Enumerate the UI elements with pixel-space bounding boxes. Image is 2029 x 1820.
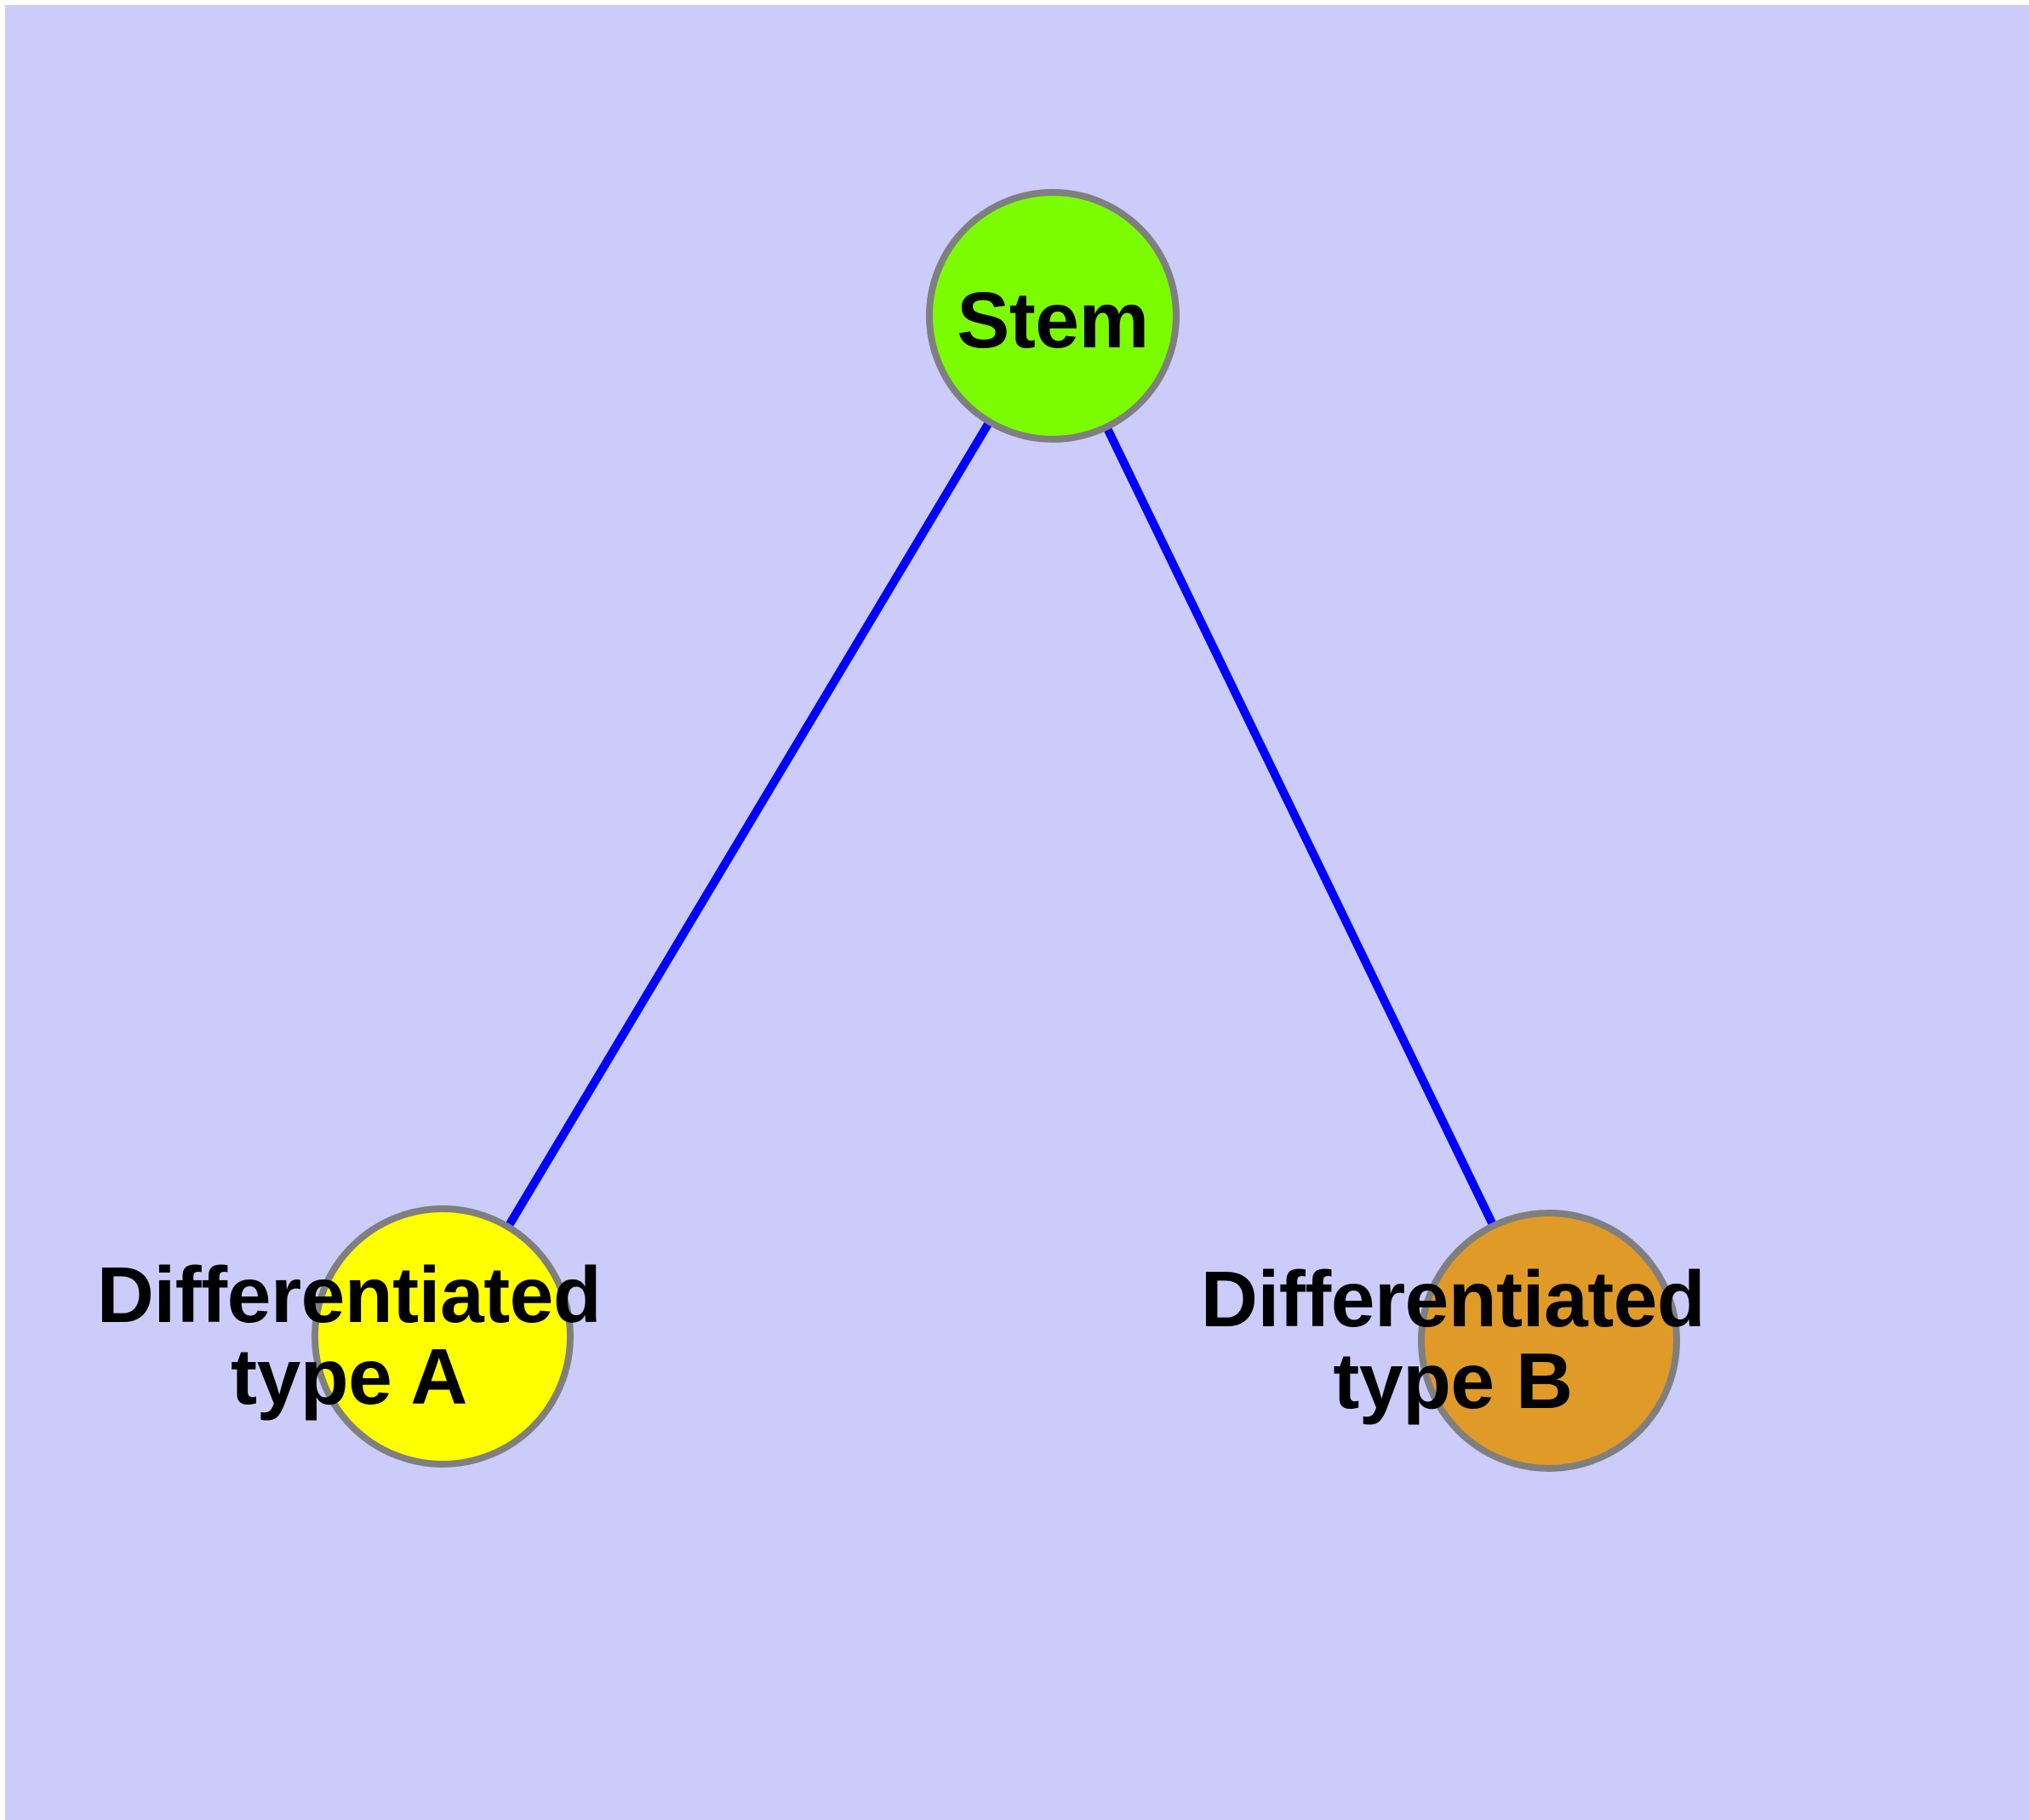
graph-edge bbox=[1102, 425, 1498, 1228]
graph-node-stem[interactable] bbox=[926, 189, 1180, 443]
node-layer bbox=[311, 189, 1680, 1472]
graph-edge bbox=[504, 419, 993, 1229]
graph-node-diff-b[interactable] bbox=[1418, 1210, 1680, 1472]
edge-layer bbox=[504, 419, 1498, 1229]
graph-node-diff-a[interactable] bbox=[311, 1205, 574, 1468]
graph-svg bbox=[311, 189, 1680, 1472]
